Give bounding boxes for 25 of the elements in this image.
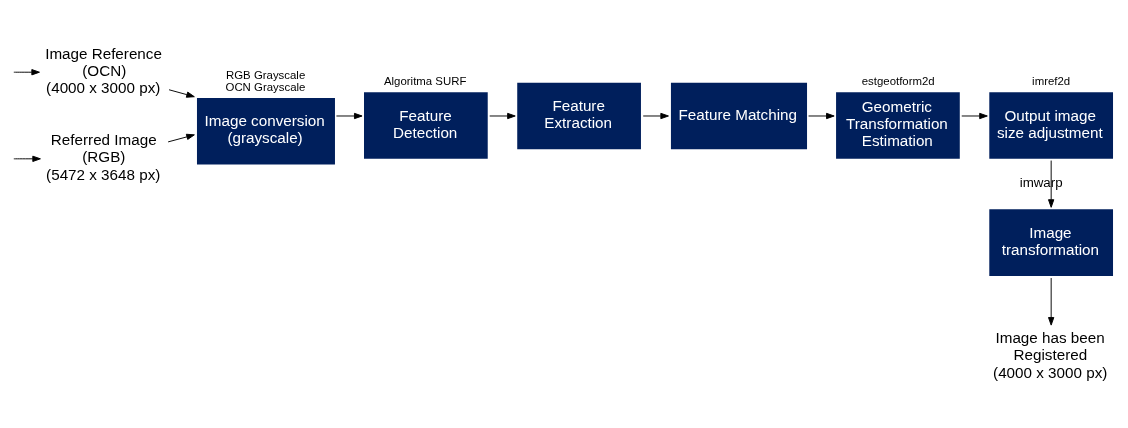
node-box: Geometric Transformation Estimation xyxy=(836,91,960,159)
node-box: Feature Detection xyxy=(364,91,488,159)
node-box: Image conversion (grayscale) xyxy=(196,97,335,165)
arrow xyxy=(1048,277,1055,326)
arrow xyxy=(168,88,195,98)
arrow xyxy=(335,112,363,119)
node-box: Image transformation xyxy=(989,208,1113,276)
arrow xyxy=(961,112,988,119)
node-box: Feature Extraction xyxy=(517,82,641,149)
node-label: imref2d xyxy=(1032,74,1071,87)
arrow xyxy=(13,155,41,162)
node-box: Feature Matching xyxy=(670,82,808,149)
arrow xyxy=(642,112,669,119)
arrow xyxy=(808,112,835,119)
node-text: Referred Image (RGB) (5472 x 3648 px) xyxy=(46,130,161,183)
node-label: Algoritma SURF xyxy=(383,74,467,87)
node-label: estgeotform2d xyxy=(861,74,935,87)
arrow xyxy=(13,68,40,75)
node-box: Output image size adjustment xyxy=(989,91,1113,159)
node-text: Image has been Registered (4000 x 3000 px) xyxy=(993,328,1108,381)
node-text: Image Reference (OCN) (4000 x 3000 px) xyxy=(45,44,162,96)
node-label: RGB Grayscale xyxy=(226,68,306,80)
arrow xyxy=(167,133,195,142)
node-label: OCN Grayscale xyxy=(225,80,306,93)
arrow xyxy=(489,112,516,119)
